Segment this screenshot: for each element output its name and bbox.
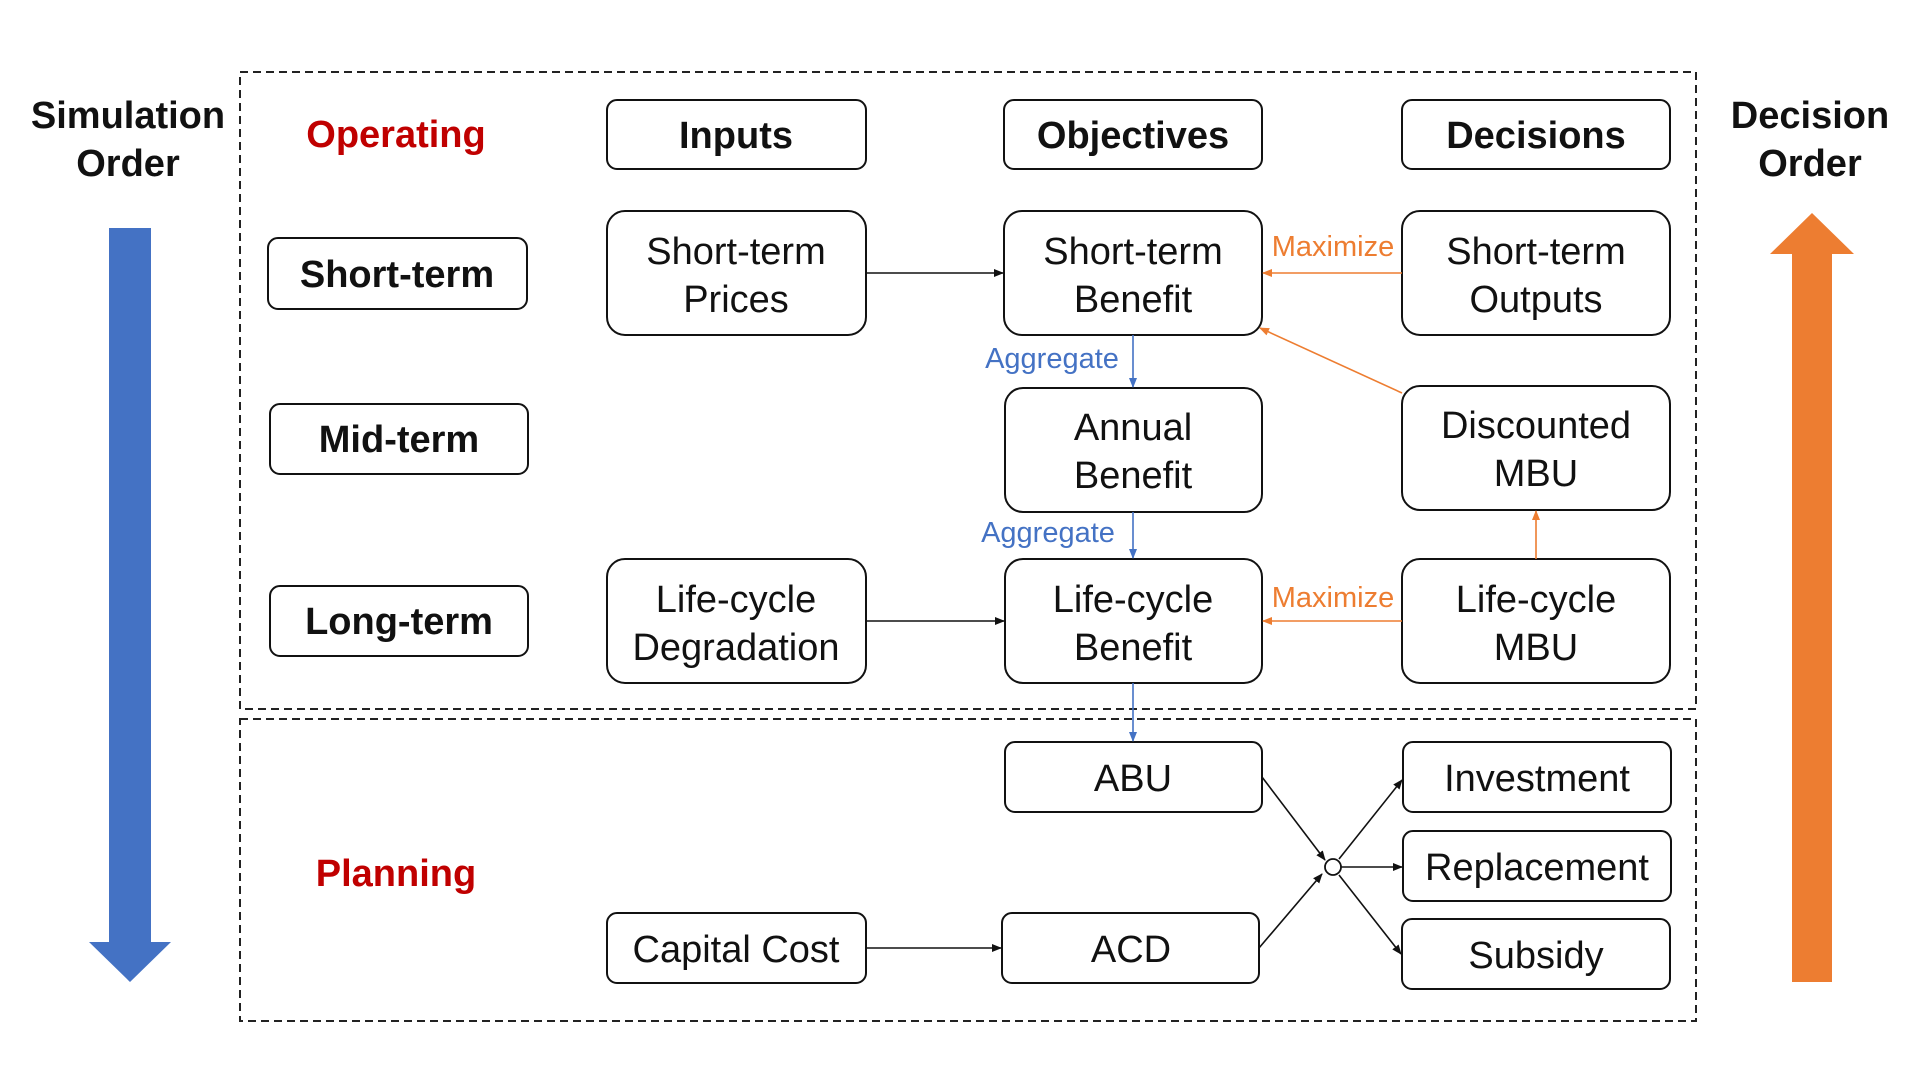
short-term-benefit-line2: Benefit [1074,279,1193,321]
short-term-benefit-line1: Short-term [1043,231,1222,273]
inputs-header: Inputs [679,115,793,157]
arrow-acd-to-junction [1258,873,1323,949]
aggregate-label-1: Aggregate [985,343,1119,375]
short-term-prices-line1: Short-term [646,231,825,273]
short-term-row-box [267,237,528,310]
mid-term-row-label: Mid-term [319,419,479,461]
discounted-mbu-line2: MBU [1494,453,1578,495]
capital-cost-label: Capital Cost [633,929,840,971]
lifecycle-mbu-line1: Life-cycle [1456,579,1617,621]
decisions-header-box [1401,99,1671,170]
operating-section-frame [239,71,1697,710]
investment-label: Investment [1444,758,1630,800]
subsidy-box [1401,918,1671,990]
decision-order-label-line1: Decision [1731,95,1889,137]
annual-benefit-line2: Benefit [1074,455,1193,497]
short-term-outputs-line2: Outputs [1469,279,1602,321]
simulation-order-label-line1: Simulation [31,95,225,137]
decisions-header: Decisions [1446,115,1626,157]
mid-term-row-box [269,403,529,475]
lifecycle-mbu-line2: MBU [1494,627,1578,669]
subsidy-label: Subsidy [1468,935,1603,977]
planning-section-label: Planning [316,853,476,895]
abu-label: ABU [1094,758,1172,800]
replacement-label: Replacement [1425,847,1649,889]
junction-node [1324,858,1342,876]
inputs-header-box [606,99,867,170]
simulation-order-arrow [89,228,171,982]
planning-section-frame [239,718,1697,1022]
arrow-junction-to-subsidy [1338,874,1402,955]
replacement-box [1402,830,1672,902]
arrow-abu-to-junction [1261,776,1326,861]
lifecycle-degradation-line1: Life-cycle [656,579,817,621]
maximize-label-1: Maximize [1272,231,1394,263]
objectives-header: Objectives [1037,115,1229,157]
operating-section-label: Operating [306,114,485,156]
acd-label: ACD [1091,929,1171,971]
discounted-mbu-line1: Discounted [1441,405,1631,447]
arrow-junction-to-investment [1338,779,1403,860]
maximize-label-2: Maximize [1272,582,1394,614]
simulation-order-label-line2: Order [76,143,180,185]
long-term-row-box [269,585,529,657]
arrow-discounted-mbu-to-benefit [1259,327,1403,394]
investment-box [1402,741,1672,813]
lifecycle-benefit-line2: Benefit [1074,627,1193,669]
decision-order-arrow [1770,213,1854,982]
decision-order-label-line2: Order [1758,143,1862,185]
lifecycle-benefit-line1: Life-cycle [1053,579,1214,621]
long-term-row-label: Long-term [305,601,493,643]
short-term-outputs-line1: Short-term [1446,231,1625,273]
aggregate-label-2: Aggregate [981,517,1115,549]
short-term-row-label: Short-term [300,254,494,296]
short-term-prices-line2: Prices [683,279,789,321]
annual-benefit-line1: Annual [1074,407,1192,449]
objectives-header-box [1003,99,1263,170]
lifecycle-degradation-line2: Degradation [632,627,839,669]
